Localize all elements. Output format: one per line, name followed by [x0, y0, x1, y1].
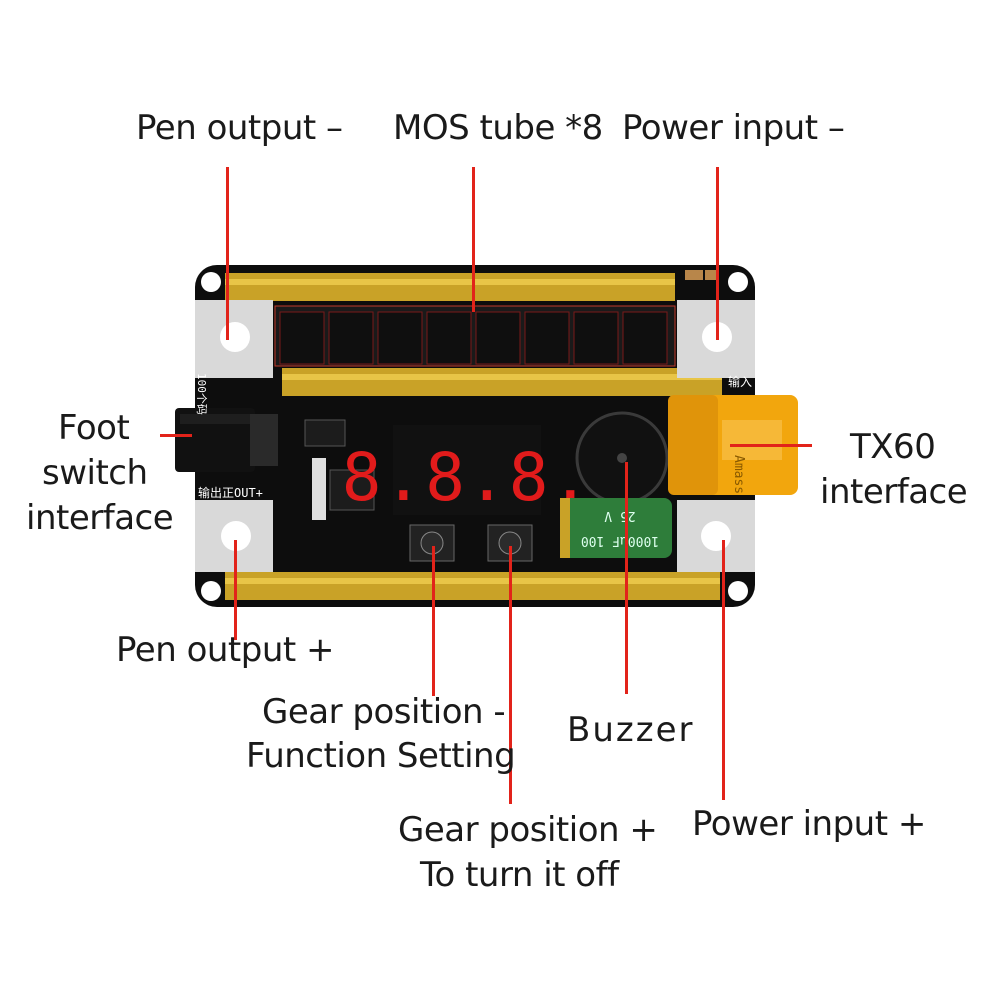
silk-in: 输入: [728, 374, 752, 389]
silk-100: 100个码: [195, 373, 208, 415]
copper-bar-middle: [282, 368, 722, 396]
mount-hole: [728, 272, 748, 292]
label-gear-minus-1: Gear position -: [262, 692, 506, 732]
buzzer-component: [575, 411, 669, 505]
mount-hole: [201, 581, 221, 601]
capacitor: 25 V 1000μF 100: [560, 498, 672, 558]
chip-u1: [329, 469, 375, 511]
label-pen-output-minus: Pen output –: [136, 108, 343, 148]
mount-hole: [201, 272, 221, 292]
svg-text:Amass: Amass: [731, 455, 746, 494]
leader-mos-tube: [472, 167, 475, 312]
seven-segment-display: 8.8.8.: [342, 425, 592, 516]
svg-text:1000μF 100: 1000μF 100: [581, 533, 659, 548]
label-tx60-2: interface: [820, 472, 968, 512]
copper-bar-bottom: [225, 578, 720, 584]
chip-u2: [304, 419, 346, 447]
label-gear-minus-2: Function Setting: [246, 736, 516, 776]
smd-resistor-r9: [705, 270, 719, 280]
foot-switch-jack: [175, 408, 278, 472]
button-sw1: [409, 524, 455, 562]
leader-gear-minus: [432, 546, 435, 696]
leader-power-input-plus: [722, 540, 725, 800]
copper-bar-middle: [282, 374, 722, 380]
pad-hole: [701, 521, 731, 551]
label-foot-switch-1: Foot: [58, 408, 130, 448]
label-tx60-1: TX60: [850, 427, 936, 467]
mount-hole: [728, 581, 748, 601]
copper-bar-top: [225, 279, 675, 285]
smd-led-d5: [685, 270, 703, 280]
label-gear-plus-2: To turn it off: [420, 855, 619, 895]
copper-bar-bottom: [225, 572, 720, 600]
pin-header: [312, 458, 326, 520]
leader-power-input-minus: [716, 167, 719, 340]
pad-hole: [221, 521, 251, 551]
label-buzzer: Buzzer: [567, 710, 695, 750]
label-power-input-minus: Power input –: [622, 108, 845, 148]
copper-bar-top: [225, 273, 675, 301]
label-pen-output-plus: Pen output +: [116, 630, 335, 670]
label-foot-switch-2: switch: [42, 453, 148, 493]
leader-gear-plus: [509, 546, 512, 804]
leader-pen-output-minus: [226, 167, 229, 340]
pad-hole: [220, 322, 250, 352]
label-foot-switch-3: interface: [26, 498, 174, 538]
leader-pen-output-plus: [234, 540, 237, 640]
label-gear-plus-1: Gear position +: [398, 810, 658, 850]
leader-buzzer: [625, 462, 628, 694]
leader-tx60: [730, 444, 812, 447]
silk-out: 输出正OUT+: [198, 485, 263, 500]
mos-tube-row: [274, 305, 676, 367]
label-power-input-plus: Power input +: [692, 804, 926, 844]
leader-foot-switch: [160, 434, 192, 437]
label-mos-tube: MOS tube *8: [393, 108, 603, 148]
svg-text:8.8.8.: 8.8.8.: [342, 439, 592, 516]
svg-text:25 V: 25 V: [604, 508, 635, 523]
